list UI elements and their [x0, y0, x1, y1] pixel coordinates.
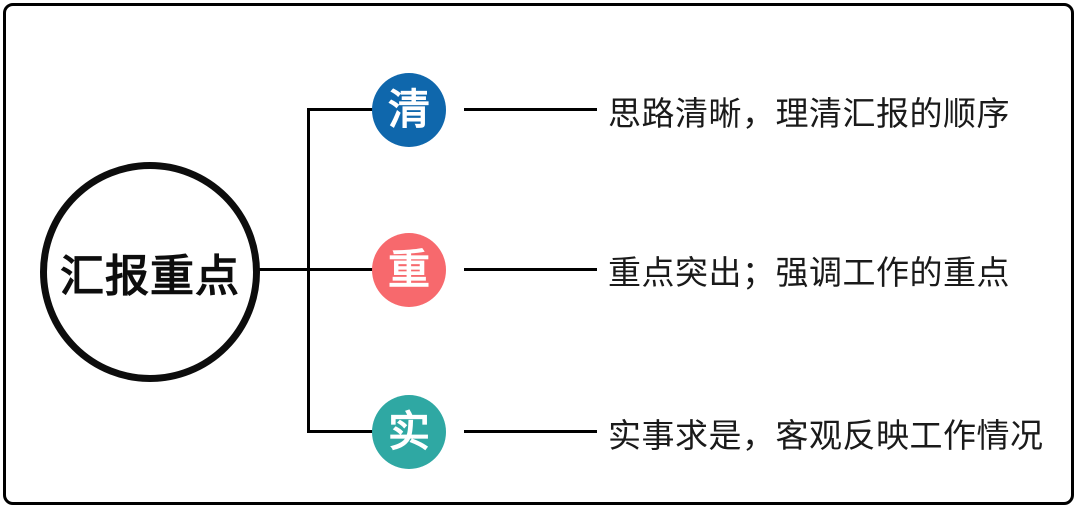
branch-node-zhong: 重 [372, 233, 446, 307]
label-line-bottom [464, 430, 597, 433]
label-line-top [464, 108, 597, 111]
branch-node-shi-label: 实 [387, 408, 430, 455]
branch-line-bottom [308, 430, 378, 433]
root-node-label: 汇报重点 [60, 252, 240, 301]
label-line-middle [464, 268, 597, 271]
branch-node-zhong-label: 重 [387, 246, 430, 293]
branch-node-qing: 清 [372, 73, 446, 147]
branch-line-top [308, 108, 378, 111]
branch-description-shi: 实事求是，客观反映工作情况 [608, 417, 1044, 454]
branch-description-qing: 思路清晰，理清汇报的顺序 [608, 95, 1010, 132]
branch-node-qing-label: 清 [387, 86, 430, 133]
root-node-circle: 汇报重点 [40, 162, 260, 382]
root-connector-line [253, 268, 310, 271]
branch-node-shi: 实 [372, 395, 446, 469]
branch-description-zhong: 重点突出；强调工作的重点 [608, 254, 1010, 291]
branch-line-middle [308, 268, 378, 271]
